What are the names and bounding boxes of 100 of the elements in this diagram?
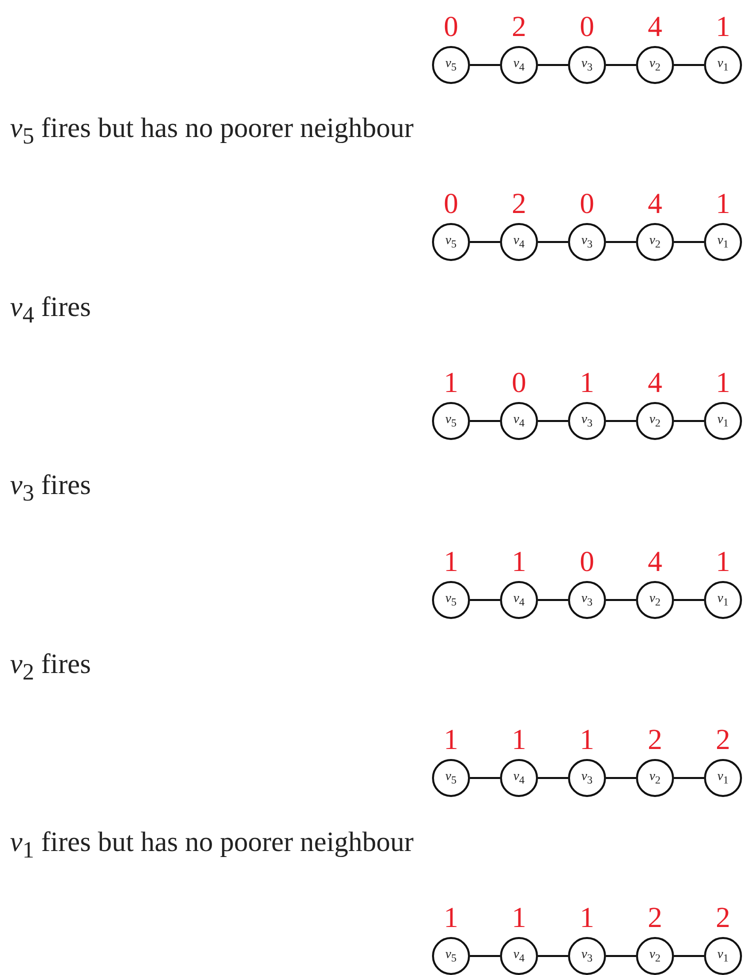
vertex-label: v$_{3}$ — [581, 412, 593, 430]
chip-count: 1 — [580, 726, 594, 755]
edge-line — [674, 955, 704, 957]
chip-count: 4 — [648, 13, 662, 42]
edge-line — [470, 777, 500, 779]
edge-line — [606, 955, 636, 957]
chip-count: 2 — [648, 904, 662, 933]
step-caption: v$_{5}$ fires but has no poorer neighbour — [10, 115, 414, 149]
vertex-circle — [704, 581, 742, 619]
edge-line — [674, 241, 704, 243]
vertex-label: v$_{4}$ — [513, 233, 525, 251]
edge-line — [674, 64, 704, 66]
vertex-circle — [500, 937, 538, 975]
vertex-circle — [568, 937, 606, 975]
vertex-circle — [432, 581, 470, 619]
vertex-circle — [704, 402, 742, 440]
vertex-circle — [500, 759, 538, 797]
vertex-circle — [636, 223, 674, 261]
chip-count: 1 — [580, 369, 594, 398]
edge-line — [674, 420, 704, 422]
vertex-circle — [432, 402, 470, 440]
chip-count: 0 — [444, 190, 458, 219]
vertex-circle — [636, 402, 674, 440]
edge-line — [674, 599, 704, 601]
vertex-circle — [500, 46, 538, 84]
chip-count: 1 — [580, 904, 594, 933]
edge-line — [538, 241, 568, 243]
chip-count: 1 — [716, 369, 730, 398]
vertex-circle — [636, 46, 674, 84]
vertex-circle — [500, 581, 538, 619]
vertex-label: v$_{3}$ — [581, 769, 593, 787]
chip-count: 1 — [444, 904, 458, 933]
vertex-label: v$_{4}$ — [513, 947, 525, 965]
vertex-circle — [568, 581, 606, 619]
edge-line — [606, 777, 636, 779]
vertex-circle — [636, 937, 674, 975]
chip-count: 4 — [648, 369, 662, 398]
step-caption: v$_{3}$ fires — [10, 472, 91, 506]
vertex-label: v$_{2}$ — [649, 769, 661, 787]
chip-count: 2 — [512, 190, 526, 219]
vertex-label: v$_{3}$ — [581, 233, 593, 251]
vertex-circle — [636, 759, 674, 797]
chip-count: 2 — [716, 726, 730, 755]
vertex-label: v$_{4}$ — [513, 412, 525, 430]
vertex-circle — [636, 581, 674, 619]
vertex-label: v$_{2}$ — [649, 233, 661, 251]
chip-count: 1 — [512, 904, 526, 933]
vertex-circle — [568, 759, 606, 797]
chip-count: 0 — [580, 190, 594, 219]
edge-line — [674, 777, 704, 779]
edge-line — [470, 241, 500, 243]
edge-line — [606, 420, 636, 422]
chip-count: 1 — [512, 548, 526, 577]
edge-line — [606, 599, 636, 601]
edge-line — [538, 955, 568, 957]
chip-count: 1 — [716, 13, 730, 42]
vertex-label: v$_{2}$ — [649, 947, 661, 965]
vertex-label: v$_{3}$ — [581, 591, 593, 609]
edge-line — [538, 599, 568, 601]
edge-line — [470, 599, 500, 601]
chip-count: 2 — [716, 904, 730, 933]
edge-line — [538, 777, 568, 779]
chip-count: 1 — [444, 548, 458, 577]
vertex-label: v$_{1}$ — [717, 233, 729, 251]
edge-line — [606, 241, 636, 243]
edge-line — [538, 420, 568, 422]
edge-line — [470, 64, 500, 66]
vertex-circle — [568, 223, 606, 261]
vertex-label: v$_{1}$ — [717, 769, 729, 787]
vertex-circle — [500, 402, 538, 440]
chip-count: 2 — [512, 13, 526, 42]
vertex-circle — [432, 937, 470, 975]
vertex-label: v$_{5}$ — [445, 56, 457, 74]
chip-count: 1 — [444, 369, 458, 398]
chip-count: 4 — [648, 548, 662, 577]
step-caption: v$_{1}$ fires but has no poorer neighbour — [10, 829, 414, 863]
vertex-circle — [704, 223, 742, 261]
chip-count: 1 — [716, 548, 730, 577]
vertex-circle — [704, 937, 742, 975]
vertex-label: v$_{3}$ — [581, 56, 593, 74]
chip-count: 1 — [716, 190, 730, 219]
edge-line — [538, 64, 568, 66]
vertex-circle — [704, 46, 742, 84]
vertex-label: v$_{4}$ — [513, 769, 525, 787]
vertex-circle — [432, 46, 470, 84]
edge-line — [606, 64, 636, 66]
step-caption: v$_{4}$ fires — [10, 294, 91, 328]
vertex-label: v$_{5}$ — [445, 769, 457, 787]
vertex-label: v$_{5}$ — [445, 412, 457, 430]
vertex-circle — [432, 223, 470, 261]
vertex-label: v$_{4}$ — [513, 56, 525, 74]
chip-count: 1 — [444, 726, 458, 755]
vertex-circle — [704, 759, 742, 797]
vertex-label: v$_{2}$ — [649, 412, 661, 430]
chip-count: 0 — [444, 13, 458, 42]
edge-line — [470, 955, 500, 957]
chip-count: 1 — [512, 726, 526, 755]
edge-line — [470, 420, 500, 422]
vertex-label: v$_{1}$ — [717, 591, 729, 609]
chip-count: 0 — [580, 548, 594, 577]
